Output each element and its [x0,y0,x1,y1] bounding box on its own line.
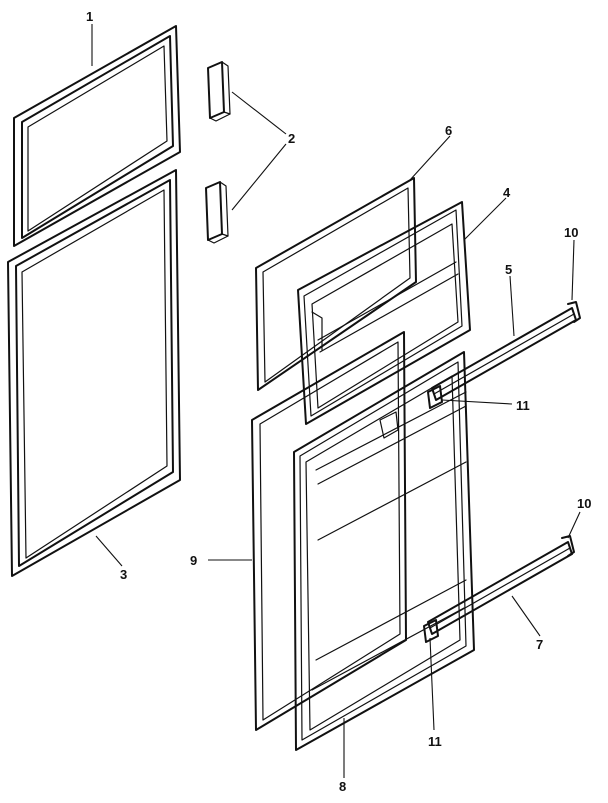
leader-4 [463,197,507,241]
leader-10b [567,511,581,539]
part-2-upper-handle [207,61,231,122]
leader-11b [429,637,435,731]
leader-3 [95,535,123,567]
part-9-lower-inner-gasket [251,331,407,731]
leader-6 [409,135,451,181]
callout-11-bottom: 11 [428,734,442,749]
callout-2: 2 [288,131,295,146]
callout-9: 9 [190,553,197,568]
callout-3: 3 [120,567,127,582]
callout-10-bottom: 10 [577,496,591,511]
callout-7: 7 [536,637,543,652]
leader-11a [441,399,513,405]
callout-4: 4 [503,185,511,200]
part-7-lower-shelf-rail [427,535,575,635]
part-1-upper-gasket [13,25,181,247]
part-11-lower-end-cap [423,619,439,643]
leader-5 [509,275,515,337]
callout-11-top: 11 [516,398,530,413]
leader-7 [511,595,541,637]
part-5-upper-shelf-rail [431,301,581,401]
callout-8: 8 [339,779,346,794]
leader-2a [231,91,287,135]
callout-labels: 1 2 3 6 4 5 10 11 9 10 7 11 8 [86,9,591,794]
leader-10a [571,239,575,301]
part-8-lower-door-liner [293,351,475,751]
leader-lines [91,24,581,778]
part-3-lower-gasket [7,169,181,577]
callout-1: 1 [86,9,93,24]
part-6-upper-inner-gasket [255,177,417,391]
callout-10-top: 10 [564,225,578,240]
part-4-upper-door-liner [297,201,471,425]
callout-6: 6 [445,123,452,138]
part-2-lower-handle [205,181,229,244]
part-11-upper-end-cap [427,385,443,409]
leader-2b [231,143,287,211]
callout-5: 5 [505,262,512,277]
